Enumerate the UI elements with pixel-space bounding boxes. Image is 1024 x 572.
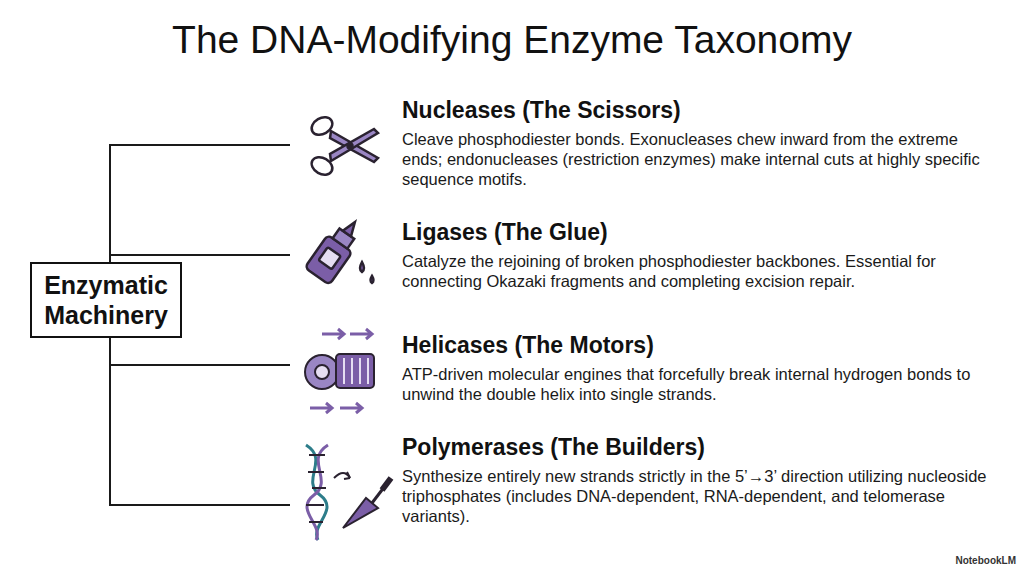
enzyme-entry: Ligases (The Glue) Catalyze the rejoining… xyxy=(290,219,1020,291)
tree-connector xyxy=(110,145,290,262)
enzyme-description: ATP-driven molecular engines that forcef… xyxy=(402,364,1002,404)
enzyme-description: Synthesize entirely new strands strictly… xyxy=(402,466,1002,526)
enzyme-heading: Nucleases (The Scissors) xyxy=(402,97,1020,125)
enzyme-description: Cleave phosphodiester bonds. Exonuclease… xyxy=(402,129,1002,189)
enzyme-heading: Ligases (The Glue) xyxy=(402,219,1020,247)
motor-icon xyxy=(305,329,374,413)
root-box: Enzymatic Machinery xyxy=(30,262,182,338)
enzyme-heading: Polymerases (The Builders) xyxy=(402,434,1020,462)
enzyme-heading: Helicases (The Motors) xyxy=(402,332,1020,360)
enzyme-entry: Nucleases (The Scissors) Cleave phosphodi… xyxy=(290,97,1020,189)
enzyme-entry: Helicases (The Motors) ATP-driven molecul… xyxy=(290,332,1020,404)
diagram-title: The DNA-Modifying Enzyme Taxonomy xyxy=(0,18,1024,62)
enzyme-description: Catalyze the rejoining of broken phospho… xyxy=(402,251,1002,291)
glue-icon xyxy=(305,214,374,285)
builder-icon xyxy=(306,445,391,540)
tree-connector xyxy=(110,338,290,505)
scissors-icon xyxy=(308,114,378,179)
enzyme-entry: Polymerases (The Builders) Synthesize ent… xyxy=(290,434,1020,526)
tree-connector xyxy=(110,338,290,365)
tree-connector xyxy=(110,255,290,262)
box-label: Enzymatic Machinery xyxy=(40,270,172,330)
watermark: NotebookLM xyxy=(955,555,1016,566)
